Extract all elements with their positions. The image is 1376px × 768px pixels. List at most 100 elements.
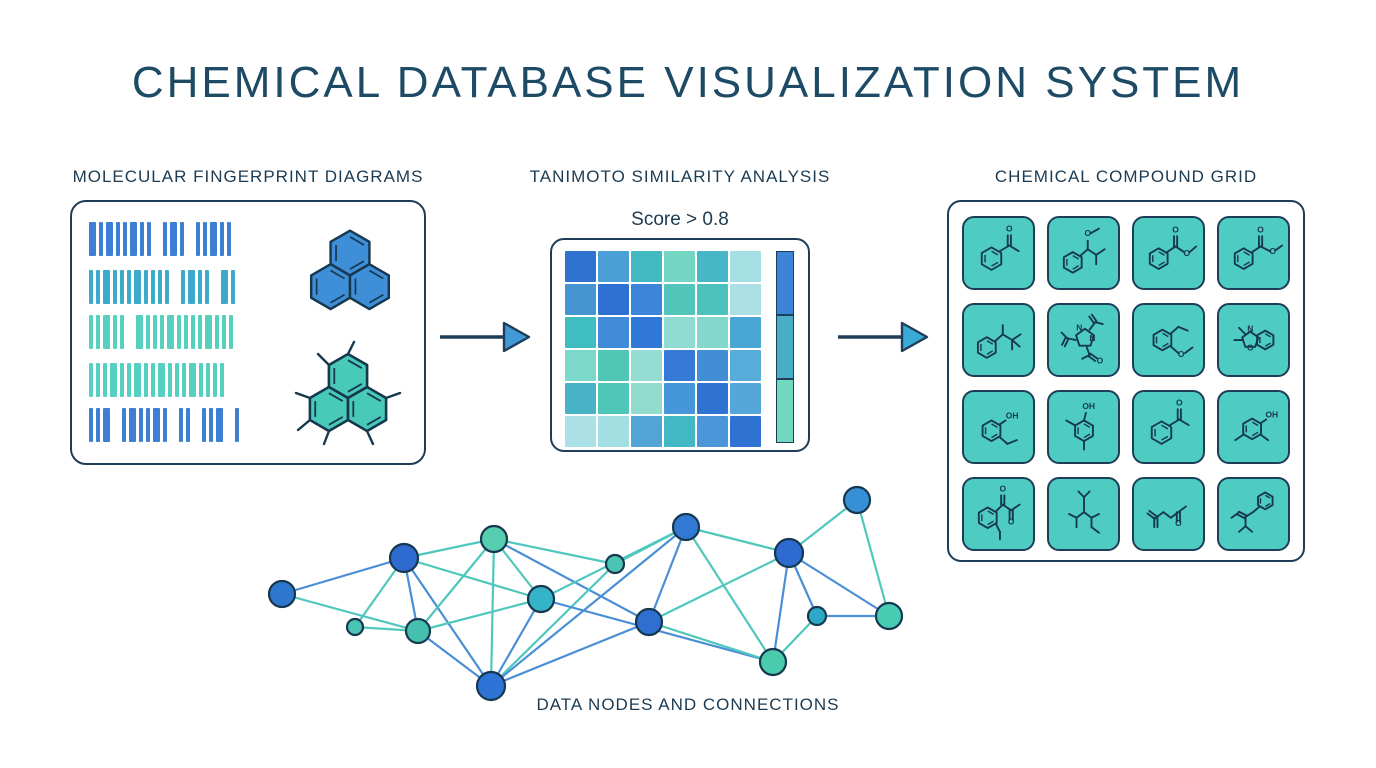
fingerprint-bar — [206, 363, 210, 397]
fingerprint-bar — [175, 363, 179, 397]
similarity-cell — [631, 383, 662, 414]
svg-text:N: N — [1076, 323, 1082, 333]
graph-edge — [648, 620, 774, 664]
svg-text:O: O — [1246, 342, 1253, 352]
fingerprint-bar — [205, 315, 212, 349]
page-title: CHEMICAL DATABASE VISUALIZATION SYSTEM — [131, 58, 1245, 107]
compound-tile — [1217, 477, 1290, 551]
fingerprint-bar — [163, 408, 167, 442]
compound-tile: O — [962, 216, 1035, 290]
similarity-cell — [631, 317, 662, 348]
similarity-score-threshold-label: Score > 0.8 — [631, 209, 729, 230]
fingerprint-bar — [189, 363, 196, 397]
molecule-phenethyl-imine-icon — [1230, 491, 1273, 533]
fingerprint-bar — [96, 270, 100, 304]
graph-edge — [490, 526, 687, 687]
similarity-panel-heading: TANIMOTO SIMILARITY ANALYSIS — [529, 167, 831, 186]
fused-hexagon-molecule-blue-icon — [309, 229, 391, 311]
fingerprint-bar — [153, 408, 160, 442]
fingerprint-bar — [89, 222, 96, 256]
graph-edge — [771, 552, 791, 663]
similarity-cell — [565, 251, 596, 282]
similarity-cell — [730, 383, 761, 414]
fingerprint-bar — [220, 363, 224, 397]
fingerprint-bar — [146, 315, 150, 349]
colorbar-segment — [776, 251, 794, 315]
svg-text:O: O — [999, 484, 1006, 494]
graph-edge — [855, 499, 891, 617]
fingerprint-bar — [144, 270, 148, 304]
svg-text:O: O — [1007, 516, 1014, 526]
molecule-imidazole-acetyl-icon: NNO — [1060, 313, 1104, 365]
similarity-cell — [730, 350, 761, 381]
graph-edge — [403, 556, 542, 601]
fingerprint-bar — [186, 408, 190, 442]
fingerprint-bar — [168, 363, 172, 397]
fingerprint-bar — [151, 363, 155, 397]
similarity-cell — [697, 317, 728, 348]
molecule-ethylphenol-icon: OH — [981, 411, 1018, 445]
fingerprint-bar — [120, 363, 124, 397]
compound-tile — [1047, 477, 1120, 551]
fingerprint-bar — [231, 270, 235, 304]
fingerprint-bar — [221, 270, 228, 304]
molecule-acetophenone-icon: O — [980, 223, 1020, 271]
fingerprint-bar — [103, 270, 110, 304]
similarity-cell — [697, 350, 728, 381]
graph-edge — [490, 620, 650, 688]
similarity-cell — [598, 350, 629, 381]
fingerprint-bar — [158, 270, 162, 304]
fingerprint-bar — [210, 222, 217, 256]
fingerprint-bar — [198, 315, 202, 349]
fingerprint-row — [89, 315, 236, 349]
graph-node — [475, 670, 507, 702]
graph-edge — [685, 526, 774, 663]
fingerprint-bar — [184, 315, 188, 349]
fingerprint-bar — [188, 270, 195, 304]
similarity-cell — [565, 416, 596, 447]
fingerprint-bar — [113, 315, 117, 349]
fingerprint-bar — [89, 270, 93, 304]
fused-hexagon-molecule-teal-icon — [294, 340, 402, 446]
fingerprint-bar — [202, 408, 206, 442]
similarity-cell — [697, 284, 728, 315]
fingerprint-bar — [127, 363, 131, 397]
svg-text:OH: OH — [1265, 410, 1278, 420]
fingerprint-bar — [215, 315, 219, 349]
similarity-cell — [664, 416, 695, 447]
compound-tile — [962, 303, 1035, 377]
svg-text:O: O — [1172, 224, 1179, 234]
fingerprint-bar — [144, 363, 148, 397]
fingerprint-bar — [160, 315, 164, 349]
fingerprint-row — [89, 222, 234, 256]
compound-tile: O — [1132, 390, 1205, 464]
graph-edge — [417, 630, 492, 687]
graph-edge — [648, 552, 790, 623]
svg-text:O: O — [1177, 349, 1184, 359]
fingerprint-bar — [139, 408, 143, 442]
fingerprint-bar — [165, 270, 169, 304]
graph-edge — [403, 557, 492, 687]
svg-text:O: O — [1006, 223, 1013, 233]
svg-text:OH: OH — [1082, 401, 1095, 411]
graph-edge — [281, 592, 419, 633]
molecule-acetophenone-icon: O — [1150, 397, 1190, 445]
fingerprint-bar — [89, 315, 93, 349]
graph-edge — [493, 537, 616, 566]
fingerprint-bar — [196, 222, 200, 256]
similarity-cell — [664, 317, 695, 348]
similarity-cell — [598, 284, 629, 315]
fingerprint-bar — [146, 408, 150, 442]
fingerprint-bar — [216, 408, 223, 442]
fingerprint-row — [89, 408, 242, 442]
graph-node — [671, 512, 701, 542]
fingerprint-bar — [220, 222, 224, 256]
fingerprint-bar — [120, 315, 124, 349]
similarity-cell — [598, 317, 629, 348]
compound-tile: O — [1132, 303, 1205, 377]
molecule-dimethylphenol-icon: OH — [1064, 401, 1095, 451]
similarity-heatmap-panel — [550, 238, 810, 452]
